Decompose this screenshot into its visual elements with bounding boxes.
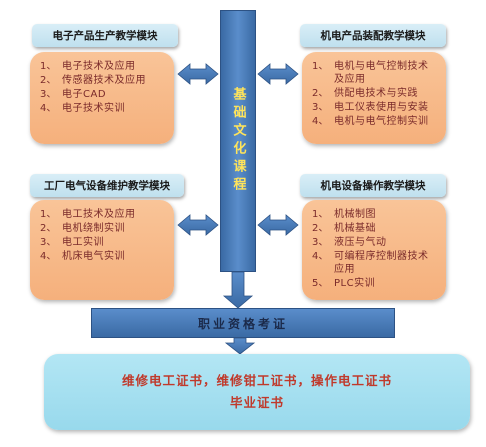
module-title-electronics-production: 电子产品生产教学模块 [32, 24, 178, 47]
down-arrow-core-to-cert [222, 271, 254, 309]
core-courses-label: 基础文化课程 [230, 87, 246, 195]
list-item: 2、机械基础 [312, 223, 376, 234]
list-item: 5、PLC实训 [312, 278, 376, 289]
module-title-equipment-operation: 机电设备操作教学模块 [300, 174, 446, 197]
module-box-factory-maintenance: 1、电工技术及应用 2、电机绕制实训 3、电工实训 4、机床电气实训 [30, 200, 174, 300]
list-item: 1、电子技术及应用 [40, 61, 136, 72]
list-item: 3、电工实训 [40, 237, 104, 248]
list-item: 2、传感器技术及应用 [40, 75, 146, 86]
certification-bar: 职业资格考证 [91, 308, 395, 338]
module-box-mechatronic-assembly: 1、电机与电气控制技术及应用 2、供配电技术与实践 3、电工仪表使用与安装 4、… [302, 52, 446, 144]
list-item: 1、电工技术及应用 [40, 209, 136, 220]
double-arrow-bottom-right [257, 214, 299, 236]
module-items-equipment-operation: 1、机械制图 2、机械基础 3、液压与气动 4、可编程序控制器技术应用 5、PL… [312, 208, 438, 290]
module-items-factory-maintenance: 1、电工技术及应用 2、电机绕制实训 3、电工实训 4、机床电气实训 [40, 208, 166, 263]
module-items-mechatronic-assembly: 1、电机与电气控制技术及应用 2、供配电技术与实践 3、电工仪表使用与安装 4、… [312, 60, 438, 128]
module-box-electronics-production: 1、电子技术及应用 2、传感器技术及应用 3、电子CAD 4、电子技术实训 [30, 52, 174, 144]
result-box: 维修电工证书，维修钳工证书，操作电工证书 毕业证书 [44, 354, 470, 430]
list-item: 4、可编程序控制器技术应用 [312, 251, 429, 275]
list-item: 4、电机与电气控制实训 [312, 116, 429, 127]
list-item: 4、电子技术实训 [40, 103, 125, 114]
list-item: 2、电机绕制实训 [40, 223, 125, 234]
list-item: 2、供配电技术与实践 [312, 88, 418, 99]
result-diploma-text: 毕业证书 [229, 395, 284, 410]
module-title-mechatronic-assembly: 机电产品装配教学模块 [300, 24, 446, 47]
double-arrow-top-right [257, 63, 299, 85]
list-item: 3、液压与气动 [312, 237, 387, 248]
list-item: 1、机械制图 [312, 209, 376, 220]
double-arrow-bottom-left [177, 214, 219, 236]
list-item: 3、电工仪表使用与安装 [312, 102, 429, 113]
module-box-equipment-operation: 1、机械制图 2、机械基础 3、液压与气动 4、可编程序控制器技术应用 5、PL… [302, 200, 446, 300]
list-item: 4、机床电气实训 [40, 251, 125, 262]
double-arrow-top-left [177, 63, 219, 85]
list-item: 3、电子CAD [40, 89, 107, 100]
down-arrow-cert-to-result [224, 337, 256, 355]
core-courses-bar: 基础文化课程 [220, 10, 256, 272]
module-title-factory-maintenance: 工厂电气设备维护教学模块 [30, 174, 184, 197]
result-certificates-text: 维修电工证书，维修钳工证书，操作电工证书 [121, 373, 392, 388]
module-items-electronics-production: 1、电子技术及应用 2、传感器技术及应用 3、电子CAD 4、电子技术实训 [40, 60, 166, 115]
list-item: 1、电机与电气控制技术及应用 [312, 61, 429, 85]
certification-label: 职业资格考证 [197, 316, 288, 331]
